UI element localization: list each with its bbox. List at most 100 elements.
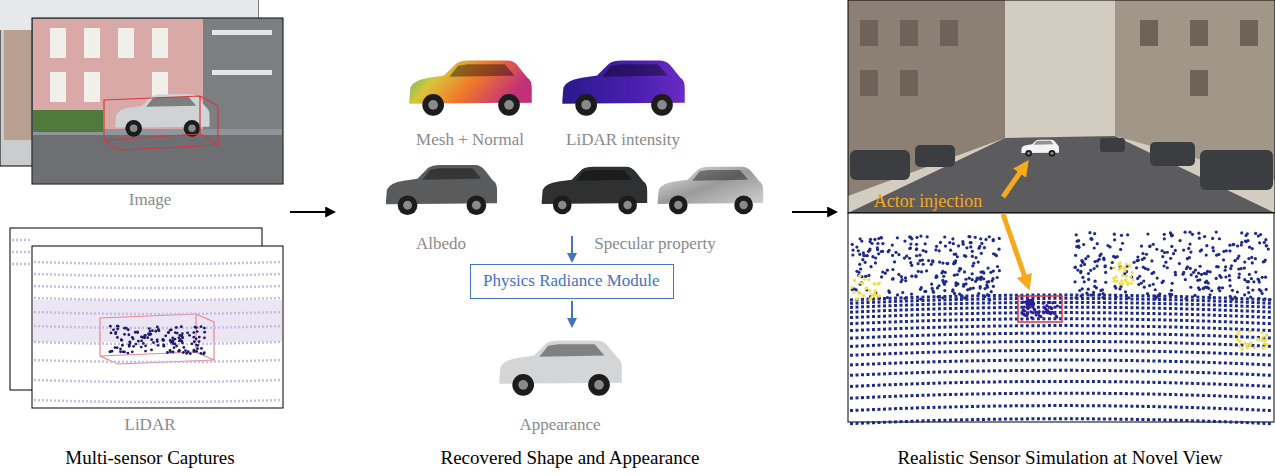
art-part xyxy=(1190,20,1208,46)
art-part xyxy=(1163,297,1166,300)
simulated-lidar-scan xyxy=(848,213,1274,424)
art-part xyxy=(1243,278,1246,281)
art-part xyxy=(896,236,899,239)
art-part xyxy=(1170,289,1173,292)
art-part xyxy=(1257,297,1260,300)
art-part xyxy=(149,330,152,333)
art-part xyxy=(127,333,130,336)
art-part xyxy=(195,344,198,347)
art-part xyxy=(1118,261,1121,264)
art-part xyxy=(386,165,497,215)
art-part xyxy=(894,251,897,254)
art-part xyxy=(1135,266,1138,269)
art-part xyxy=(118,28,134,58)
art-part xyxy=(941,296,944,299)
art-part xyxy=(499,340,621,395)
art-part xyxy=(1170,234,1173,237)
art-part xyxy=(1258,288,1261,291)
art-part xyxy=(852,291,855,294)
art-part xyxy=(850,341,1272,346)
art-part xyxy=(1199,249,1202,252)
art-part xyxy=(50,72,66,102)
art-part xyxy=(1115,295,1118,298)
art-part xyxy=(198,340,201,343)
art-part xyxy=(908,257,911,260)
art-part xyxy=(1145,253,1148,256)
art-part xyxy=(1246,286,1249,289)
art-part xyxy=(868,249,871,252)
art-part xyxy=(850,406,1272,411)
art-part xyxy=(1030,299,1033,302)
art-part xyxy=(874,261,877,264)
art-part xyxy=(157,344,160,347)
art-part xyxy=(938,260,941,263)
car-renders xyxy=(386,60,763,395)
art-part xyxy=(876,242,879,245)
art-part xyxy=(909,242,912,245)
art-part xyxy=(34,274,281,276)
art-part xyxy=(948,241,951,244)
art-part xyxy=(1163,233,1166,236)
art-part xyxy=(167,331,170,334)
art-part xyxy=(961,294,964,297)
art-part xyxy=(853,279,856,282)
art-part xyxy=(1243,260,1246,263)
art-part xyxy=(161,338,164,341)
art-part xyxy=(956,282,959,285)
art-part xyxy=(116,325,119,328)
art-part xyxy=(1230,264,1233,267)
art-part xyxy=(850,286,853,289)
art-part xyxy=(1218,286,1221,289)
art-part xyxy=(34,400,281,402)
art-part xyxy=(900,70,918,96)
art-part xyxy=(1113,233,1116,236)
art-part xyxy=(1003,164,1026,197)
art-part xyxy=(1189,250,1192,253)
art-part xyxy=(1079,271,1082,274)
art-part xyxy=(909,261,912,264)
art-part xyxy=(1101,296,1104,299)
art-part xyxy=(1026,307,1029,310)
art-part xyxy=(1045,310,1048,313)
art-part xyxy=(1200,150,1273,190)
art-part xyxy=(848,136,1275,213)
art-part xyxy=(868,298,871,301)
art-part xyxy=(1219,276,1222,279)
art-part xyxy=(1152,243,1155,246)
art-part xyxy=(1262,346,1265,349)
art-part xyxy=(850,350,1272,355)
art-part xyxy=(959,267,962,270)
panel-caption: Image xyxy=(129,190,171,210)
art-part xyxy=(1184,278,1187,281)
art-part xyxy=(1083,263,1086,266)
panel-caption: LiDAR xyxy=(125,415,176,435)
art-part xyxy=(876,246,879,249)
art-part xyxy=(891,277,894,280)
art-part xyxy=(1096,242,1099,245)
art-part xyxy=(1127,296,1130,299)
art-part xyxy=(942,275,945,278)
art-part xyxy=(157,328,160,331)
art-part xyxy=(1203,272,1206,275)
art-part xyxy=(1236,290,1239,293)
art-part xyxy=(152,341,155,344)
art-part xyxy=(32,246,283,408)
art-part xyxy=(857,249,860,252)
art-part xyxy=(181,335,184,338)
art-part xyxy=(110,332,113,335)
art-part xyxy=(150,349,153,352)
art-part xyxy=(163,345,166,348)
art-part xyxy=(991,277,994,280)
art-part xyxy=(962,285,965,288)
art-part xyxy=(1172,252,1175,255)
art-part xyxy=(191,342,194,345)
art-part xyxy=(1030,316,1033,319)
art-part xyxy=(924,242,927,245)
art-part xyxy=(1231,298,1234,301)
art-part xyxy=(177,336,180,339)
art-part xyxy=(182,351,185,354)
art-part xyxy=(1229,284,1232,287)
art-part xyxy=(850,370,1272,375)
art-part xyxy=(1224,269,1227,272)
